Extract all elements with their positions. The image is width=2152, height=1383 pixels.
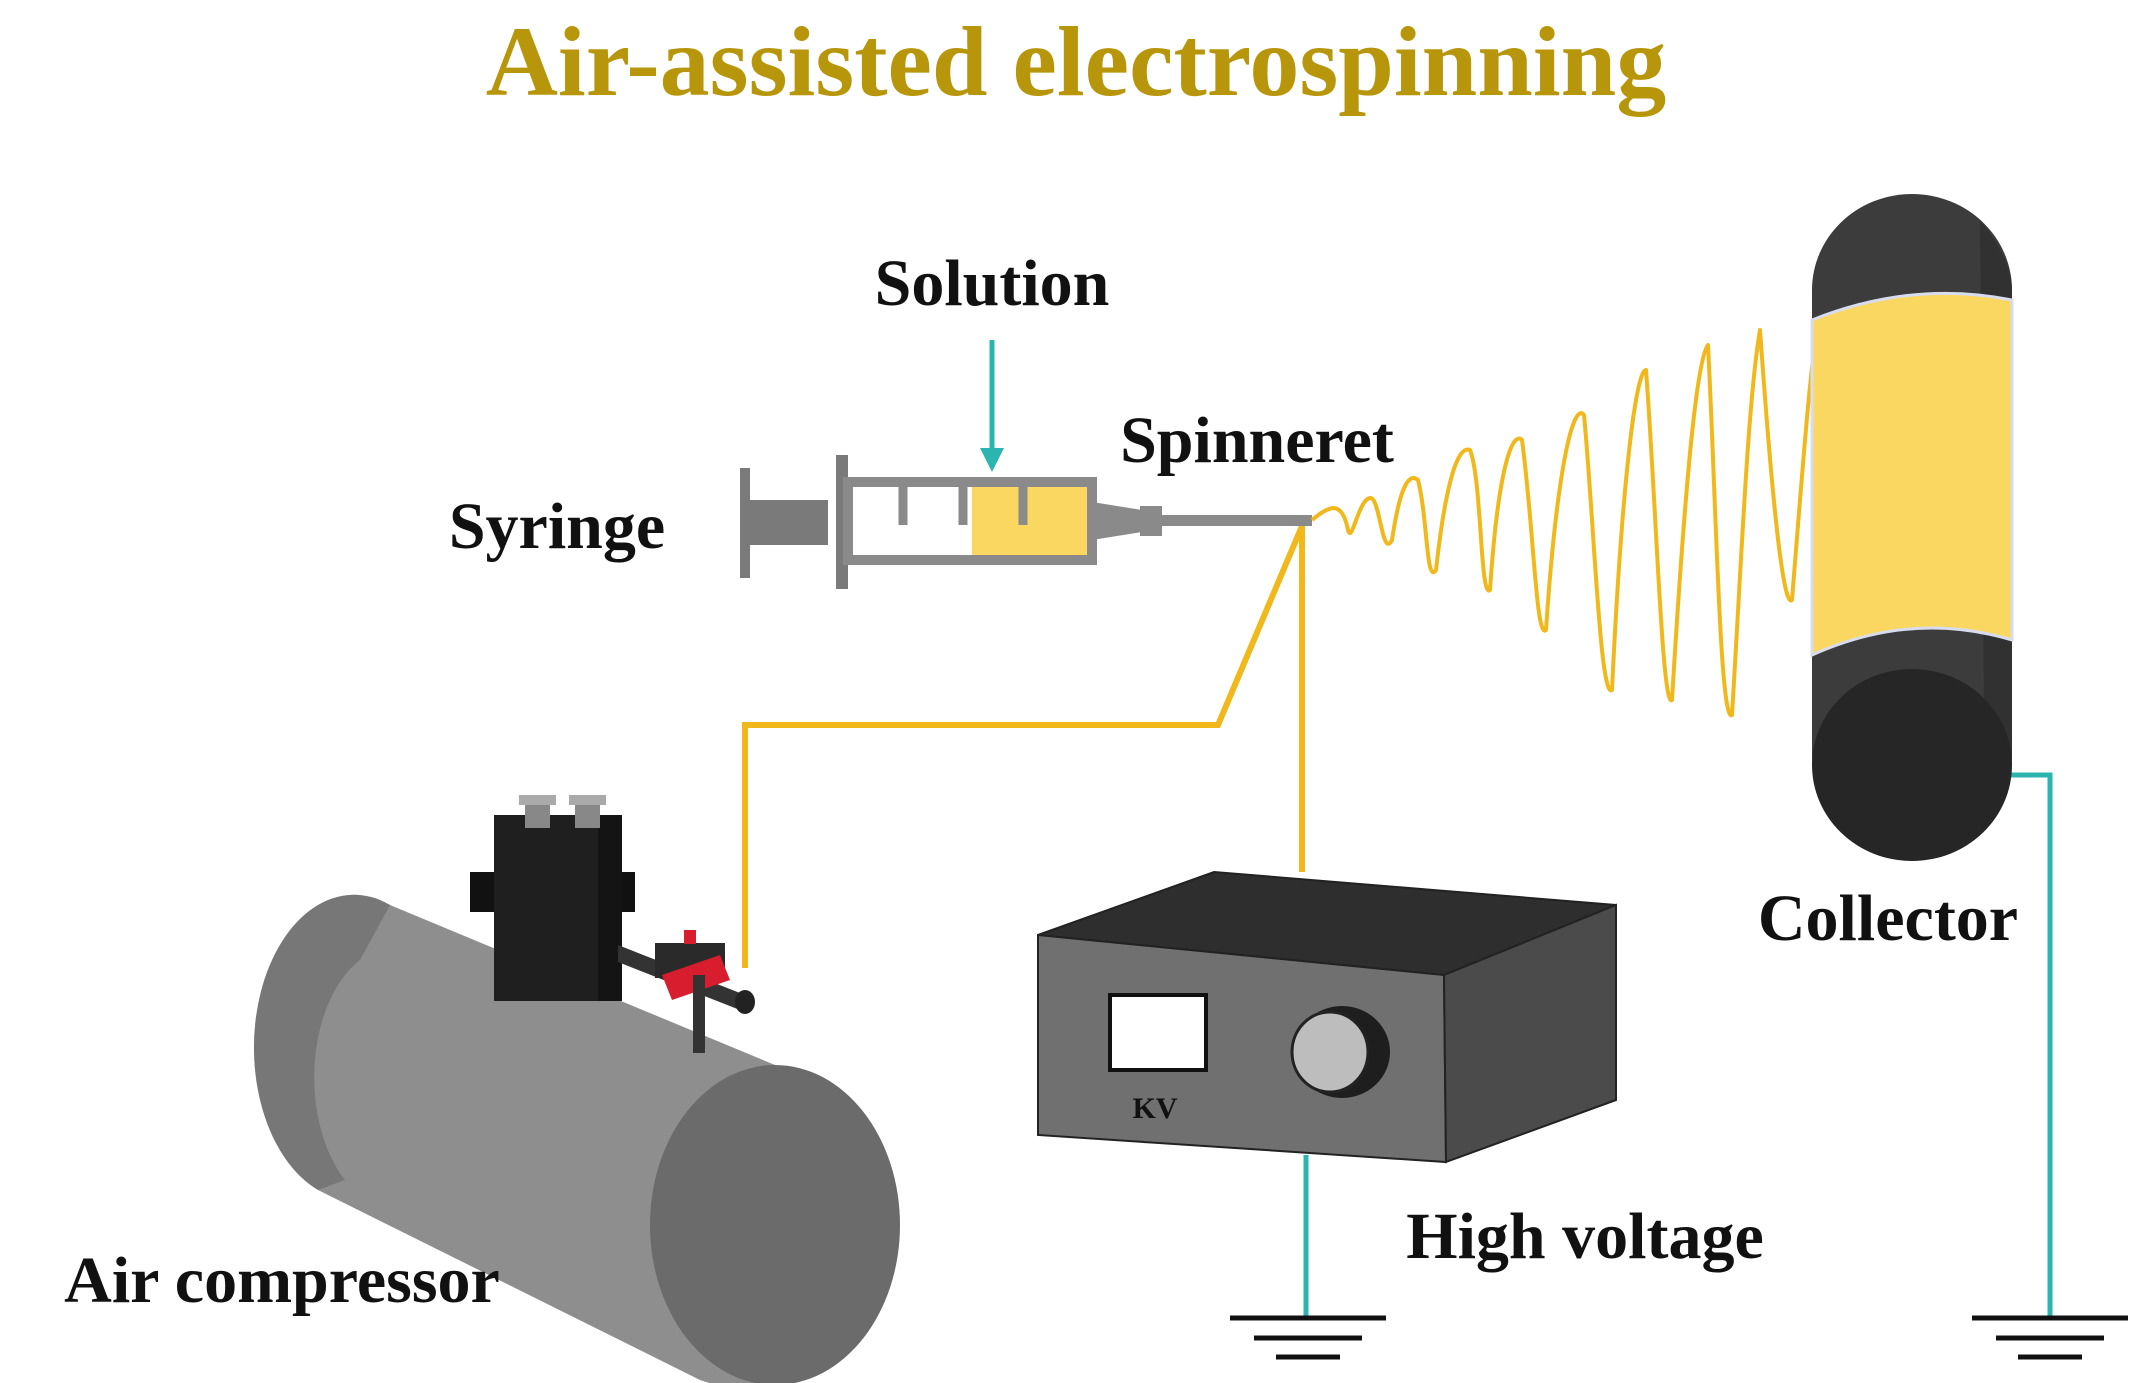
- tank-end-cap: [650, 1065, 900, 1383]
- ground-symbol-collector: [1972, 1315, 2128, 1360]
- plunger-cap: [740, 468, 750, 578]
- kv-meter-display: [1108, 993, 1208, 1072]
- air-compressor: [253, 795, 900, 1383]
- high-voltage-supply: [1037, 870, 1617, 1164]
- diagram-title: Air-assisted electrospinning: [486, 6, 1667, 117]
- syringe-solution: [972, 487, 1087, 555]
- high-voltage-label: High voltage: [1406, 1200, 1764, 1273]
- collector-label: Collector: [1758, 882, 2018, 955]
- motor-block: [494, 815, 622, 1001]
- solution-label: Solution: [875, 247, 1110, 320]
- air-compressor-label: Air compressor: [64, 1244, 500, 1317]
- collector: [1810, 194, 2014, 861]
- solution-arrow: [980, 340, 1004, 472]
- plunger-head: [750, 500, 828, 545]
- fiber-jet: [1310, 279, 1868, 718]
- syringe-tip: [1092, 502, 1142, 540]
- collector-end-face: [1812, 669, 2012, 861]
- syringe-label: Syringe: [449, 490, 665, 563]
- air-line: [742, 524, 1305, 968]
- collector-fiber-mat: [1810, 291, 2014, 658]
- spinneret-label: Spinneret: [1120, 404, 1394, 477]
- spinneret-needle: [1162, 515, 1312, 526]
- kv-label: KV: [1133, 1092, 1178, 1125]
- ground-symbol-hv: [1230, 1315, 1386, 1360]
- valve-stem: [693, 975, 705, 1053]
- syringe: [740, 455, 1312, 589]
- syringe-hub: [1140, 506, 1162, 536]
- hv-right-face: [1442, 903, 1617, 1164]
- yellow-wires: [742, 524, 1305, 968]
